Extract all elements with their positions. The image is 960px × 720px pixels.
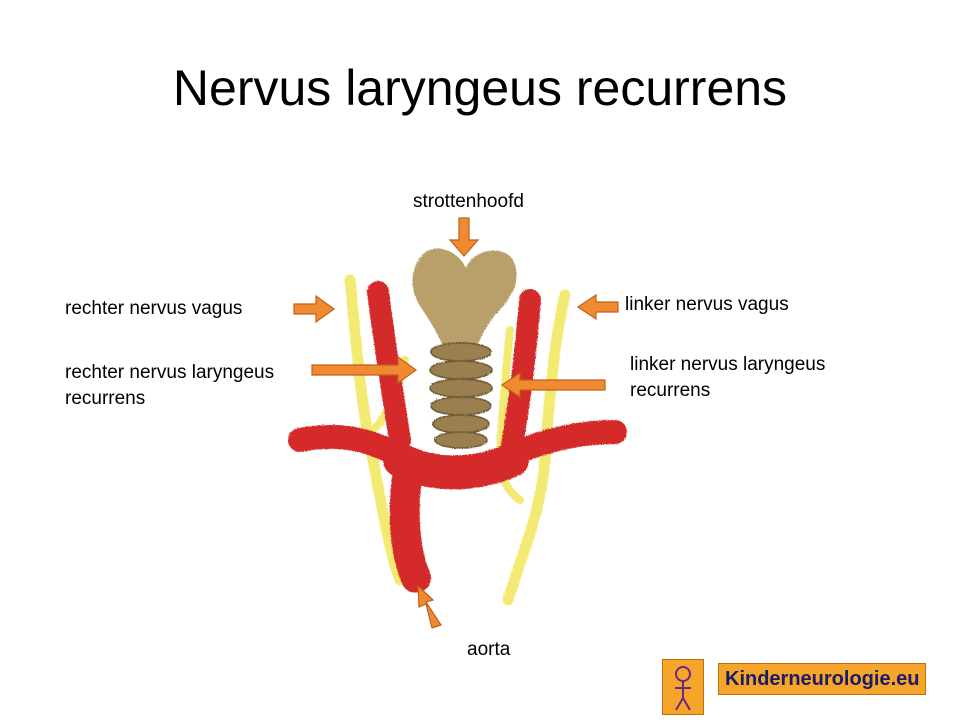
label-rechter-recurrens-line2: recurrens xyxy=(65,388,146,409)
label-strottenhoofd: strottenhoofd xyxy=(413,191,524,212)
kinderneurologie-logo: Kinderneurologie.eu xyxy=(662,659,927,715)
trachea-rings xyxy=(429,342,493,449)
page-title: Nervus laryngeus recurrens xyxy=(172,60,788,116)
arrow-rechter-vagus xyxy=(293,294,336,324)
arrows xyxy=(293,217,619,629)
label-rechter-nervus-vagus: rechter nervus vagus xyxy=(65,298,243,319)
label-rechter-recurrens-line1: rechter nervus laryngeus xyxy=(65,362,275,383)
label-linker-recurrens-line1: linker nervus laryngeus xyxy=(630,354,826,375)
label-linker-recurrens-line2: recurrens xyxy=(630,380,711,401)
aorta-descending xyxy=(389,455,431,593)
logo-text: Kinderneurologie.eu xyxy=(718,663,927,695)
left-vagus-nerve xyxy=(502,289,571,606)
arrow-strottenhoofd xyxy=(448,217,480,257)
logo-figure-icon xyxy=(662,659,704,715)
larynx xyxy=(412,248,517,344)
label-aorta: aorta xyxy=(467,639,511,660)
arrow-aorta xyxy=(417,584,442,629)
right-subclavian-artery xyxy=(288,424,410,467)
left-recurrent-nerve xyxy=(495,326,524,504)
arteries xyxy=(288,281,627,593)
label-rechter-recurrens: rechter nervus laryngeus recurrens xyxy=(65,360,274,412)
left-carotid-artery xyxy=(501,289,541,456)
label-linker-recurrens: linker nervus laryngeus recurrens xyxy=(630,352,825,404)
arrow-rechter-recurrens xyxy=(311,355,418,385)
arrow-linker-recurrens xyxy=(500,371,606,399)
arrow-linker-vagus xyxy=(576,293,619,321)
larynx-trachea xyxy=(412,248,517,449)
label-linker-nervus-vagus: linker nervus vagus xyxy=(625,294,789,315)
